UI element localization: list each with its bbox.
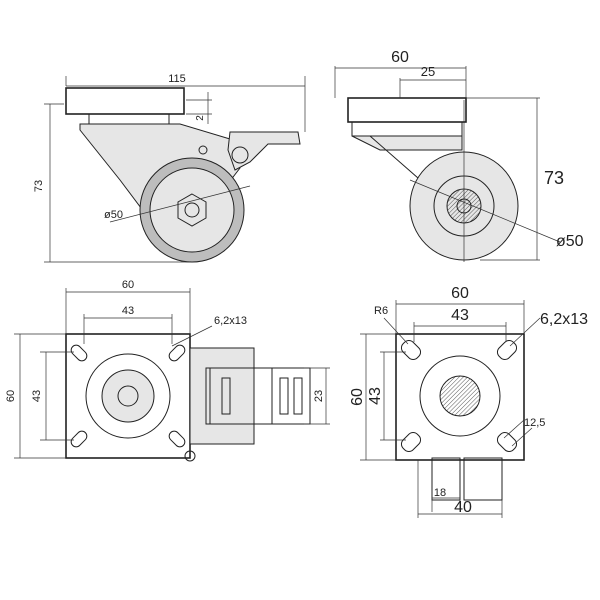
swivel-ring-outer: [85, 353, 171, 439]
dim-plate-label: 2: [195, 115, 206, 121]
mount-plate: [347, 97, 467, 123]
fork-rivet: [198, 145, 208, 155]
mount-plate: [395, 333, 525, 461]
wheel-dia-leader: [109, 185, 251, 223]
wheel-dia-label: ø50: [104, 209, 123, 221]
dim-width-label: 115: [168, 73, 186, 85]
side-view-right: ø50 60 25 73: [334, 49, 584, 262]
dim-inner-h-label: 43: [31, 390, 43, 402]
top-view-left: 60 43 6,2x13 60 43 23: [5, 279, 330, 462]
mount-slots: [400, 339, 518, 453]
dim-outer-w-label: 60: [451, 285, 469, 302]
dim-height-label: 73: [544, 168, 564, 188]
side-view-left: ø50 115 73 2: [33, 73, 306, 263]
dim-wheel-span-label: 40: [454, 499, 472, 516]
dim-inner-w-label: 43: [122, 305, 134, 317]
swivel-bearing: [88, 113, 170, 125]
wheel-dia-label: ø50: [556, 233, 584, 250]
dim-inner-w-label: 43: [451, 307, 469, 324]
radius-label: R6: [374, 305, 388, 317]
fork: [351, 135, 463, 151]
slot-size-label: 6,2x13: [540, 311, 588, 328]
axle-nut: [177, 193, 207, 227]
slot-size-label: 6,2x13: [214, 315, 247, 327]
mount-slots: [70, 344, 186, 448]
center-hole: [117, 385, 139, 407]
dim-offset-label: 25: [421, 64, 435, 79]
brake-pivot: [231, 146, 249, 164]
dim-width-label: 60: [391, 49, 409, 66]
dim-height-label: 73: [33, 180, 45, 192]
brake-pad: [209, 367, 311, 425]
dim-outer-w-label: 60: [122, 279, 134, 291]
dim-inner-h-label: 43: [367, 387, 384, 405]
wheel-hub-ring: [149, 167, 235, 253]
dim-wheel-w-label: 18: [434, 487, 446, 499]
slot-len-label: 12,5: [524, 417, 545, 429]
mount-plate: [65, 87, 185, 115]
dim-outer-h-label: 60: [349, 388, 366, 406]
swivel-ring: [419, 355, 501, 437]
axle: [184, 202, 200, 218]
swivel-ring: [101, 369, 155, 423]
hub-hatched: [439, 375, 481, 417]
brake-lever: [227, 131, 301, 171]
top-view-right: 60 43 R6 6,2x13 60 43 12,5 18 40: [349, 285, 588, 518]
dim-brake-label: 23: [313, 390, 325, 402]
swivel-bearing: [351, 121, 463, 137]
wheel-bottom: [431, 457, 461, 501]
dim-outer-h-label: 60: [5, 390, 17, 402]
